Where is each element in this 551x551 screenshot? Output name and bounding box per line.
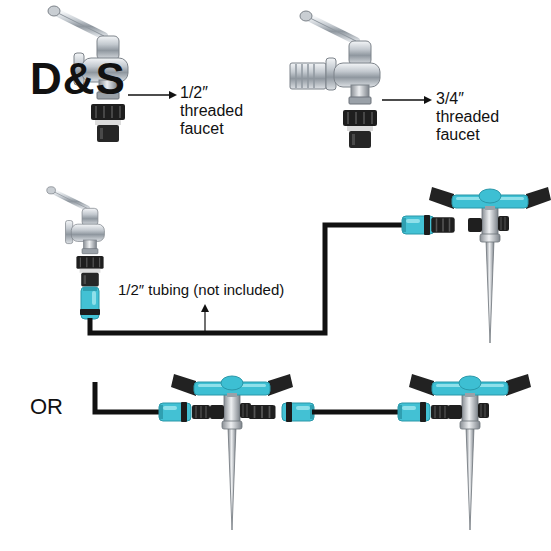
faucet-pointer-arrow xyxy=(424,96,432,104)
or-label: OR xyxy=(30,394,63,420)
two-sprinkler-chain xyxy=(409,374,531,530)
two-sprinkler-chain xyxy=(95,382,160,412)
three-quarter-inch-faucet xyxy=(300,11,380,104)
three-quarter-inch-faucet xyxy=(295,64,297,88)
faucet-to-sprinkler-setup xyxy=(47,187,105,254)
two-sprinkler-chain xyxy=(249,405,276,419)
brand-logo: D&S xyxy=(30,54,126,104)
two-sprinkler-chain xyxy=(192,405,210,419)
faucet-pointer-arrow xyxy=(382,99,425,101)
two-sprinkler-chain xyxy=(171,374,293,530)
faucet-pointer-arrow xyxy=(128,94,170,96)
tubing-leader-arrow xyxy=(201,304,209,312)
two-sprinkler-chain xyxy=(312,410,400,415)
faucet-pointer-arrow xyxy=(128,91,177,99)
faucet-to-sprinkler-setup xyxy=(47,187,551,343)
faucet-to-sprinkler-setup xyxy=(429,187,551,343)
faucet-size-label: 1/2″ threaded faucet xyxy=(180,84,254,138)
three-quarter-inch-faucet xyxy=(290,63,326,89)
three-quarter-inch-faucet xyxy=(313,64,315,88)
faucet-to-sprinkler-setup xyxy=(90,225,402,333)
faucet-to-sprinkler-setup xyxy=(402,215,434,235)
faucet-to-sprinkler-setup xyxy=(76,256,103,286)
faucet-size-label: 3/4″ threaded faucet xyxy=(436,90,510,144)
faucet-pointer-arrow xyxy=(382,96,432,104)
tubing-leader-arrow xyxy=(201,304,209,331)
faucet-pointer-arrow xyxy=(169,91,177,99)
three-quarter-inch-faucet xyxy=(290,11,380,148)
faucet-to-sprinkler-setup xyxy=(431,217,454,232)
half-inch-faucet xyxy=(91,104,125,142)
tubing-leader-arrow xyxy=(204,310,205,331)
faucet-to-sprinkler-setup xyxy=(80,287,100,319)
tubing-label: 1/2″ tubing (not included) xyxy=(118,281,284,298)
two-sprinkler-chain xyxy=(159,402,191,422)
two-sprinkler-chain xyxy=(95,374,531,530)
two-sprinkler-chain xyxy=(282,402,314,422)
three-quarter-inch-faucet xyxy=(301,64,303,88)
three-quarter-inch-faucet xyxy=(307,64,309,88)
two-sprinkler-chain xyxy=(398,402,430,422)
three-quarter-inch-faucet xyxy=(343,110,377,148)
two-sprinkler-chain xyxy=(431,405,449,419)
